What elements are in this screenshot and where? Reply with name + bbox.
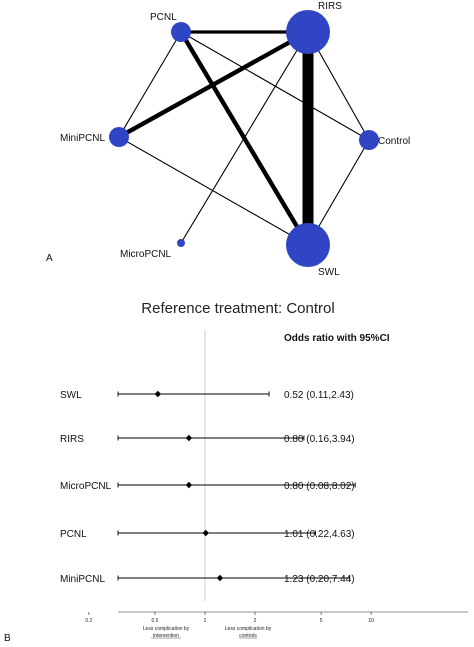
x-tick-label-1: 1 (204, 618, 207, 624)
forest-title: Reference treatment: Control (141, 300, 334, 317)
edge-RIRS-MicroPCNL (180, 31, 309, 244)
node-label-Control: Control (378, 136, 410, 147)
node-label-MiniPCNL: MiniPCNL (60, 133, 105, 144)
node-RIRS (286, 10, 330, 54)
node-label-SWL: SWL (318, 267, 340, 278)
right-note-line1: Less complication by (225, 626, 272, 632)
node-SWL (286, 223, 330, 267)
edge-RIRS-MiniPCNL (117, 30, 310, 139)
node-MiniPCNL (109, 127, 129, 147)
or-value-PCNL: 1.01 (0.22,4.63) (284, 529, 355, 540)
x-tick-label-5: 5 (320, 618, 323, 624)
right-note-line2: controls (239, 633, 257, 639)
row-label-SWL: SWL (60, 390, 82, 401)
x-tick-label-0.5: 0.5 (152, 618, 159, 624)
left-note-line1: Less complication by (143, 626, 190, 632)
x-axis-ticks: 0.2 0.5 1 2 5 10 (85, 612, 374, 624)
node-MicroPCNL (177, 239, 185, 247)
or-value-RIRS: 0.80 (0.16,3.94) (284, 434, 355, 445)
or-point-PCNL (202, 529, 209, 537)
left-note-line2: intervention (153, 633, 179, 639)
node-label-MicroPCNL: MicroPCNL (120, 249, 172, 260)
panel-a-label: A (46, 253, 53, 264)
row-label-RIRS: RIRS (60, 434, 84, 445)
forest-rows: SWL 0.52 (0.11,2.43) RIRS 0.80 (0.16,3.94) M… (60, 390, 356, 585)
node-PCNL (171, 22, 191, 42)
network-edges (117, 30, 370, 247)
node-Control (359, 130, 379, 150)
edge-PCNL-MiniPCNL (118, 31, 182, 138)
network-nodes (109, 10, 379, 267)
or-header: Odds ratio with 95%CI (284, 333, 390, 344)
or-value-SWL: 0.52 (0.11,2.43) (284, 390, 354, 401)
x-tick-label-2: 2 (254, 618, 257, 624)
x-tick-label-10: 10 (368, 618, 374, 624)
or-point-MicroPCNL (185, 481, 193, 489)
row-label-MiniPCNL: MiniPCNL (60, 574, 105, 585)
or-point-MiniPCNL (216, 574, 224, 582)
or-value-MiniPCNL: 1.23 (0.20,7.44) (284, 574, 355, 585)
edge-MiniPCNL-SWL (118, 136, 309, 246)
row-label-PCNL: PCNL (60, 529, 87, 540)
or-point-SWL (154, 390, 162, 398)
node-label-PCNL: PCNL (150, 12, 177, 23)
or-point-RIRS (185, 434, 193, 442)
row-label-MicroPCNL: MicroPCNL (60, 481, 112, 492)
or-value-MicroPCNL: 0.80 (0.08,8.02) (284, 481, 355, 492)
x-tick-label-0.2: 0.2 (85, 618, 92, 624)
panel-b-label: B (4, 633, 11, 644)
node-label-RIRS: RIRS (318, 1, 342, 12)
